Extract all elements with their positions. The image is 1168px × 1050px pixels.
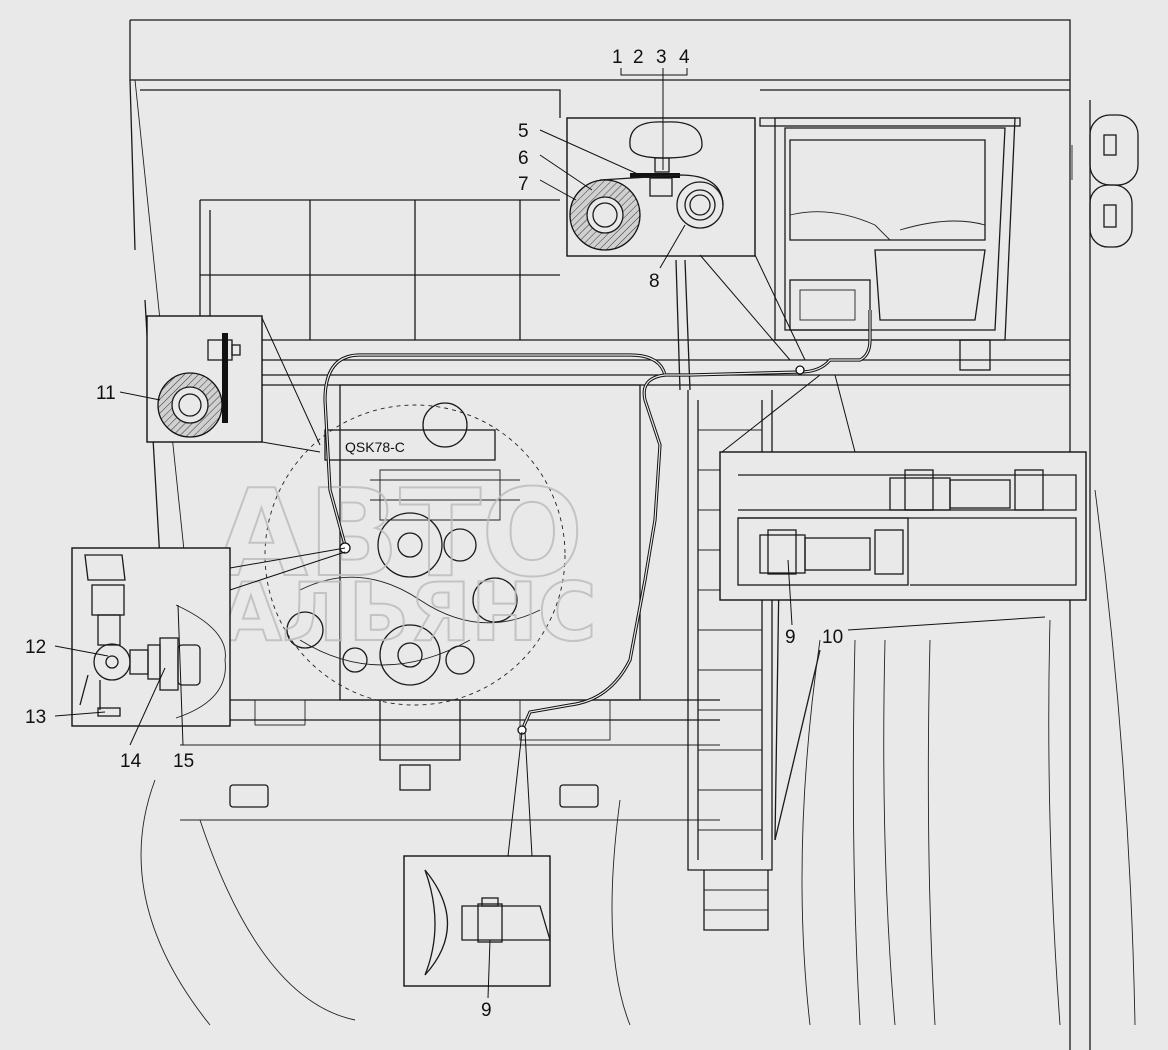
callout-12: 12 (25, 637, 46, 658)
engine-assembly: QSK78-C (254, 384, 641, 791)
engine-marking: QSK78-C (345, 439, 405, 455)
callout-3: 3 (656, 47, 667, 68)
callout-4: 4 (679, 47, 690, 68)
callout-11: 11 (96, 383, 116, 404)
detail-view-12-15 (71, 547, 231, 727)
callout-7: 7 (518, 174, 529, 195)
detail-view-9-bottom (403, 855, 551, 987)
leader-lines (54, 68, 1046, 999)
callout-1: 1 (612, 47, 623, 68)
hose-route (323, 310, 872, 735)
callout-9-right: 9 (785, 627, 796, 648)
detail-view-top (566, 117, 756, 257)
callout-14: 14 (120, 751, 142, 772)
detail-view-9-10 (719, 451, 1087, 601)
callout-9-bottom: 9 (481, 1000, 492, 1021)
callout-labels: 1 2 3 4 5 6 7 8 11 12 13 14 15 9 10 9 (25, 47, 843, 1021)
watermark-line1: АВТО (215, 465, 583, 604)
callout-6: 6 (518, 148, 529, 169)
callout-8: 8 (649, 271, 660, 292)
callout-13: 13 (25, 707, 46, 728)
callout-10: 10 (822, 627, 843, 648)
watermark: АВТО АЛЬЯНС (214, 464, 598, 660)
watermark-line2: АЛЬЯНС (220, 566, 597, 659)
callout-15: 15 (173, 751, 194, 772)
callout-5: 5 (518, 121, 529, 142)
detail-view-11 (146, 315, 263, 443)
callout-2: 2 (633, 47, 644, 68)
